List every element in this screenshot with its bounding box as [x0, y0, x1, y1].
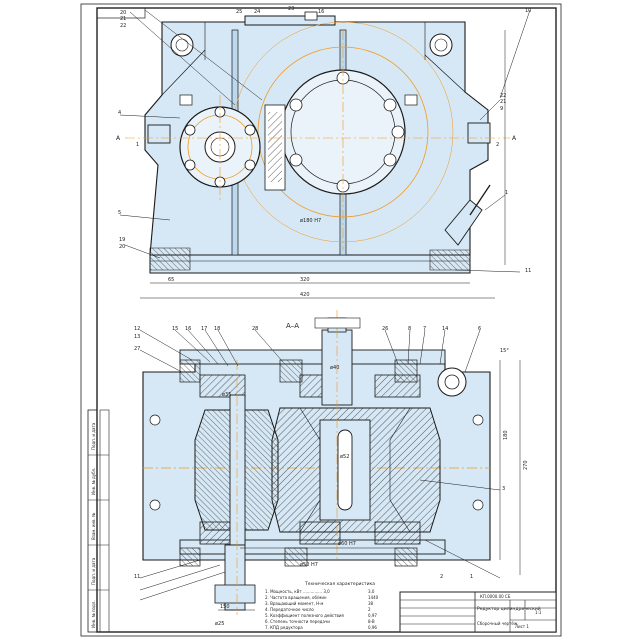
lifting-eye [437, 367, 467, 397]
section-leader-2: 2 [440, 574, 443, 580]
section-leader-26: 26 [382, 326, 388, 332]
top-view: 25 24 23 16 20 21 22 4 5 1 19 20 22 21 9… [116, 6, 531, 299]
side-stamp: Инв. № подл. Подп. и дата Взам. инв. № И… [87, 409, 110, 633]
leader-25: 25 [236, 9, 242, 15]
leader-23: 23 [288, 6, 294, 12]
title-block-title: Редуктор цилиндрический [477, 605, 541, 612]
section-leader-1: 1 [470, 574, 473, 580]
dim-bore: ø180 H7 [300, 218, 321, 224]
section-leader-6: 6 [478, 326, 481, 332]
side-stamp-5: Подп. и дата [91, 422, 96, 450]
section-mark-right: A [512, 135, 517, 142]
dim-25: ø25 [215, 621, 224, 627]
inner-frame [96, 7, 557, 633]
dim-60: ø60 H7 [338, 541, 356, 547]
leader-24: 24 [254, 9, 260, 15]
leader-19: 19 [119, 237, 125, 243]
dim-420: 420 [300, 292, 310, 298]
dim-50: ø50 H7 [300, 562, 318, 568]
section-leader-3: 3 [502, 486, 505, 492]
note-5: 5. Коэффициент полезного действия [265, 613, 344, 618]
side-stamp-2: Подп. и дата [91, 557, 96, 585]
leader-21-right: 21 [500, 99, 506, 105]
note-value-1: 3,0 [368, 589, 375, 594]
section-leader-17: 17 [201, 326, 207, 332]
leader-22-top: 22 [120, 23, 126, 29]
leader-1-top: 1 [505, 190, 508, 196]
large-gear [271, 407, 441, 533]
leader-20-base: 20 [119, 244, 125, 250]
dim-shaft-top: ø40 [330, 365, 339, 371]
leader-22-right: 22 [500, 93, 506, 99]
title-block-scale: 1:1 [535, 610, 542, 615]
side-stamp-4: Инв. № дубл. [91, 468, 96, 495]
section-leader-16: 16 [185, 326, 191, 332]
dim-180: 180 [503, 430, 509, 440]
note-value-7: 0,96 [368, 625, 377, 630]
title-block-sheet: Лист 1 [515, 624, 529, 629]
section-leader-12: 12 [134, 326, 140, 332]
dim-65: 65 [168, 277, 174, 283]
dim-35: ø35 [222, 392, 231, 398]
section-leader-28: 28 [252, 326, 258, 332]
dim-270: 270 [523, 460, 529, 470]
section-leader-11: 11 [134, 574, 140, 580]
leader-4: 4 [118, 110, 121, 116]
note-value-2: 1440 [368, 595, 379, 600]
code-box [96, 7, 146, 19]
dim-angle: 15° [500, 348, 509, 354]
note-1: 1. Мощность, кВт ............... 3,0 [265, 589, 330, 594]
title-block-code: КП.0000.00 СБ [480, 594, 511, 599]
leader-10: 10 [525, 8, 531, 14]
note-value-4: 2 [368, 607, 371, 612]
pinion-gear [194, 394, 279, 546]
note-7: 7. КПД редуктора [265, 625, 303, 630]
side-stamp-3: Взам. инв. № [91, 513, 96, 540]
section-leader-7: 7 [423, 326, 426, 332]
oil-gauge [444, 184, 491, 246]
base-plate [149, 254, 471, 274]
section-title: A–A [286, 322, 299, 330]
dim-52: ø52 [340, 454, 349, 460]
note-4: 4. Передаточное число [265, 607, 314, 612]
leader-11-top: 11 [525, 268, 531, 274]
note-2: 2. Частота вращения, об/мин [265, 595, 327, 600]
note-value-5: 0,97 [368, 613, 377, 618]
section-leader-15: 15 [172, 326, 178, 332]
section-leader-8: 8 [408, 326, 411, 332]
section-view: A–A 12 15 16 17 18 13 27 28 26 8 7 14 6 … [134, 310, 529, 627]
section-leader-27: 27 [134, 346, 140, 352]
leader-5: 5 [118, 210, 121, 216]
leader-20-top: 20 [120, 10, 126, 16]
technical-notes: 1. Мощность, кВт ............... 3,0 2. … [265, 589, 379, 630]
section-leader-14: 14 [442, 326, 448, 332]
note-6: 6. Степень точности передачи [265, 619, 330, 624]
section-mark-left: A [116, 135, 121, 142]
leader-16: 16 [318, 9, 324, 15]
dim-150: 150 [220, 604, 230, 610]
section-leader-18: 18 [214, 326, 220, 332]
note-3: 3. Вращающий момент, Н·м [265, 601, 323, 606]
note-value-3: 38 [368, 601, 374, 606]
dim-mark-1: 1 [136, 142, 139, 148]
leader-9: 9 [500, 106, 503, 112]
section-leader-13: 13 [134, 334, 140, 340]
note-value-6: 8-B [368, 619, 375, 624]
side-stamp-1: Инв. № подл. [91, 600, 96, 628]
dim-mark-2: 2 [496, 142, 499, 148]
leader-21-top: 21 [120, 16, 126, 22]
inspection-cover [244, 15, 336, 26]
spec-caption: Техническая характеристика [304, 581, 375, 587]
title-block-subtitle: Сборочный чертёж [477, 621, 518, 626]
dim-320: 320 [300, 277, 310, 283]
title-block: КП.0000.00 СБ Редуктор цилиндрический Сб… [399, 591, 557, 633]
